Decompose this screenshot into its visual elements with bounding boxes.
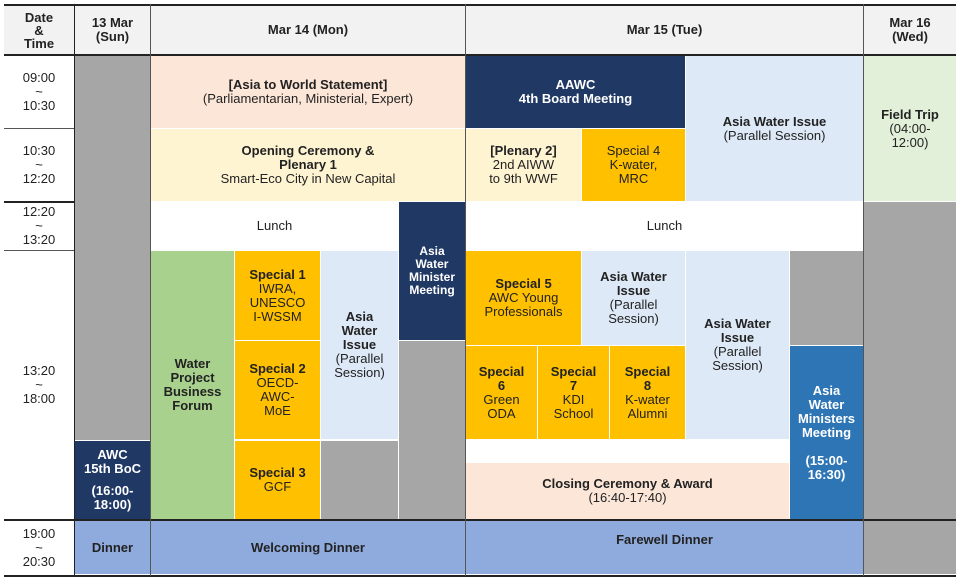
grid-line-bottom (4, 575, 956, 577)
lunch-tue: Lunch (466, 202, 863, 250)
header-mar-14: Mar 14 (Mon) (151, 6, 465, 54)
header-date-time: Date&Time (4, 6, 74, 54)
header-mar-15: Mar 15 (Tue) (466, 6, 863, 54)
dinner-sun: Dinner (75, 521, 150, 574)
mon-empty-bottom (321, 441, 398, 519)
header-mar-13: 13 Mar(Sun) (75, 6, 150, 54)
grid-line-evening (4, 519, 956, 521)
grid-line-col-3 (465, 4, 466, 576)
grid-line-time-1 (4, 128, 75, 129)
time-slot-3: 12:20~13:20 (22, 204, 56, 247)
grid-line-col-1 (74, 4, 75, 576)
tue-gap (466, 440, 789, 462)
time-slot-2: 10:30~12:20 (22, 143, 56, 186)
lunch-mon: Lunch (151, 202, 398, 250)
field-trip: Field Trip(04:00-12:00) (864, 56, 956, 201)
time-slot-5: 19:00~20:30 (22, 525, 56, 569)
grid-line-time-2 (4, 201, 75, 203)
header-mar-16: Mar 16(Wed) (864, 6, 956, 54)
closing-ceremony-award: Closing Ceremony & Award(16:40-17:40) (466, 463, 789, 519)
asia-to-world-statement: [Asia to World Statement](Parliamentaria… (151, 56, 465, 128)
asia-water-issue-tue-am: Asia Water Issue(Parallel Session) (686, 56, 863, 201)
time-slot-1: 09:00~10:30 (22, 70, 56, 113)
grid-line-time-3 (4, 250, 75, 251)
mon-empty-right (399, 341, 465, 519)
welcoming-dinner: Welcoming Dinner (151, 521, 465, 574)
tue-empty-right (790, 251, 863, 345)
grid-line-col-4 (863, 4, 864, 576)
time-slot-4: 13:20~18:00 (22, 363, 56, 406)
grid-line-header (4, 54, 956, 56)
grid-line-col-2 (150, 4, 151, 576)
mar13-empty (75, 56, 150, 440)
farewell-dinner: Farewell Dinner (466, 521, 863, 574)
wed-empty (864, 202, 956, 574)
grid-line-top (4, 4, 956, 6)
